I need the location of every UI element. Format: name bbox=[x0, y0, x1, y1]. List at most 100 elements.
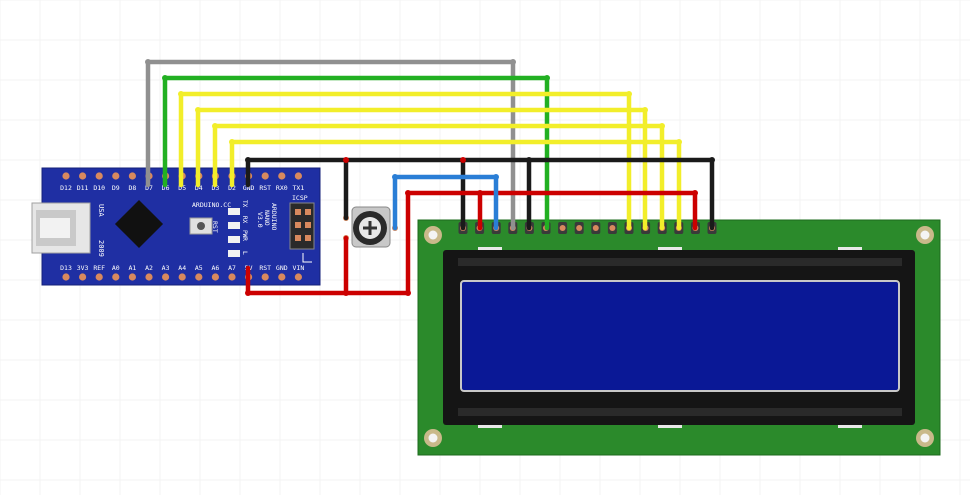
nano-pin-label-bottom: A2 bbox=[145, 264, 153, 272]
wire-bend-dot bbox=[676, 139, 682, 145]
wire-bend-dot bbox=[229, 139, 235, 145]
wire-yellow-3 bbox=[212, 123, 665, 231]
wire-bend-dot bbox=[526, 157, 532, 163]
nano-pin-label-bottom: A1 bbox=[128, 264, 136, 272]
rst-label: RST bbox=[211, 221, 219, 233]
model-label-2: NANO bbox=[263, 210, 271, 226]
nano-pin-label-top: D10 bbox=[93, 184, 105, 192]
wire-bend-dot bbox=[642, 107, 648, 113]
nano-pin-label-top: D11 bbox=[77, 184, 89, 192]
wire-bend-dot bbox=[659, 123, 665, 129]
nano-pin-label-bottom: RST bbox=[259, 264, 271, 272]
nano-pin-label-top: D6 bbox=[162, 184, 170, 192]
wire-bend-dot bbox=[162, 75, 168, 81]
nano-pin-label-bottom: REF bbox=[93, 264, 105, 272]
nano-pin-label-bottom: VIN bbox=[293, 264, 305, 272]
model-label-3: V3.0 bbox=[256, 212, 264, 228]
wire-green bbox=[162, 75, 550, 231]
arduino-nano: USA 2009 ARDUINO.CC RST TX RX PWR L ARDU… bbox=[31, 167, 321, 286]
nano-pin-label-top: D3 bbox=[211, 184, 219, 192]
nano-pin-label-top: RST bbox=[259, 184, 271, 192]
nano-pin-label-top: D12 bbox=[60, 184, 72, 192]
nano-pin-label-bottom: GND bbox=[276, 264, 288, 272]
wire-bend-dot bbox=[343, 157, 349, 163]
wire-bend-dot bbox=[510, 59, 516, 65]
nano-pin-label-bottom: A6 bbox=[211, 264, 219, 272]
tx-label: TX bbox=[241, 200, 248, 208]
wire-bend-dot bbox=[544, 75, 550, 81]
nano-pin-top bbox=[128, 172, 136, 180]
nano-pin-bottom bbox=[162, 273, 170, 281]
wire-bend-dot bbox=[178, 91, 184, 97]
nano-pin-label-top: D4 bbox=[195, 184, 203, 192]
nano-pin-label-top: GND bbox=[243, 184, 255, 192]
nano-pin-top bbox=[112, 172, 120, 180]
pwr-label: PWR bbox=[241, 230, 248, 241]
wires bbox=[145, 59, 715, 296]
wire-bend-dot bbox=[709, 157, 715, 163]
nano-pin-label-top: TX1 bbox=[293, 184, 305, 192]
wire-bend-dot bbox=[405, 190, 411, 196]
nano-pin-top bbox=[62, 172, 70, 180]
lcd-module bbox=[417, 219, 941, 456]
nano-pin-bottom bbox=[294, 273, 302, 281]
icsp-label: ICSP bbox=[292, 194, 308, 202]
nano-pin-top bbox=[95, 172, 103, 180]
nano-pin-bottom bbox=[112, 273, 120, 281]
nano-pin-label-bottom: A7 bbox=[228, 264, 236, 272]
usa-label: USA bbox=[97, 204, 105, 217]
nano-pin-bottom bbox=[278, 273, 286, 281]
wire-gray bbox=[145, 59, 516, 231]
wire-black-1 bbox=[245, 157, 715, 231]
nano-pin-label-top: D7 bbox=[145, 184, 153, 192]
lcd-screen bbox=[460, 280, 900, 392]
wire-endpoints bbox=[145, 59, 715, 296]
nano-pin-bottom bbox=[145, 273, 153, 281]
nano-pin-label-bottom: 3V3 bbox=[77, 264, 89, 272]
wire-bend-dot bbox=[626, 91, 632, 97]
wire-bend-dot bbox=[460, 157, 466, 163]
wire-bend-dot bbox=[212, 123, 218, 129]
nano-pin-label-bottom: A4 bbox=[178, 264, 186, 272]
brand-label: ARDUINO.CC bbox=[192, 201, 231, 209]
wire-bend-dot bbox=[145, 59, 151, 65]
wire-bend-dot bbox=[343, 290, 349, 296]
nano-pin-bottom bbox=[95, 273, 103, 281]
wire-bend-dot bbox=[477, 190, 483, 196]
mcu-chip bbox=[114, 199, 164, 249]
nano-pin-top bbox=[79, 172, 87, 180]
nano-pin-bottom bbox=[228, 273, 236, 281]
nano-pin-bottom bbox=[128, 273, 136, 281]
nano-pin-bottom bbox=[178, 273, 186, 281]
wire-bend-dot bbox=[493, 174, 499, 180]
wire-bend-dot bbox=[195, 107, 201, 113]
nano-pin-top bbox=[278, 172, 286, 180]
nano-pin-label-bottom: A0 bbox=[112, 264, 120, 272]
wire-yellow-4 bbox=[229, 139, 682, 231]
l-label: L bbox=[241, 251, 249, 255]
wire-blue bbox=[392, 174, 499, 231]
nano-pin-label-top: D2 bbox=[228, 184, 236, 192]
wire-bend-dot bbox=[245, 157, 251, 163]
nano-pin-label-bottom: A3 bbox=[162, 264, 170, 272]
nano-pin-bottom bbox=[195, 273, 203, 281]
nano-pin-bottom bbox=[79, 273, 87, 281]
wire-yellow-2 bbox=[195, 107, 648, 231]
nano-pin-bottom bbox=[261, 273, 269, 281]
nano-pin-bottom bbox=[211, 273, 219, 281]
nano-pin-top bbox=[294, 172, 302, 180]
rx-label: RX bbox=[241, 216, 248, 224]
wire-bend-dot bbox=[245, 290, 251, 296]
wire-red-1 bbox=[245, 190, 698, 296]
nano-pin-top bbox=[261, 172, 269, 180]
nano-pin-label-top: D8 bbox=[128, 184, 136, 192]
wire-bend-dot bbox=[405, 290, 411, 296]
nano-pin-label-bottom: D13 bbox=[60, 264, 72, 272]
year-label: 2009 bbox=[97, 240, 105, 257]
wire-bend-dot bbox=[392, 174, 398, 180]
nano-pin-label-top: RX0 bbox=[276, 184, 288, 192]
potentiometer bbox=[343, 206, 398, 248]
nano-pin-label-top: D5 bbox=[178, 184, 186, 192]
nano-pin-label-bottom: A5 bbox=[195, 264, 203, 272]
